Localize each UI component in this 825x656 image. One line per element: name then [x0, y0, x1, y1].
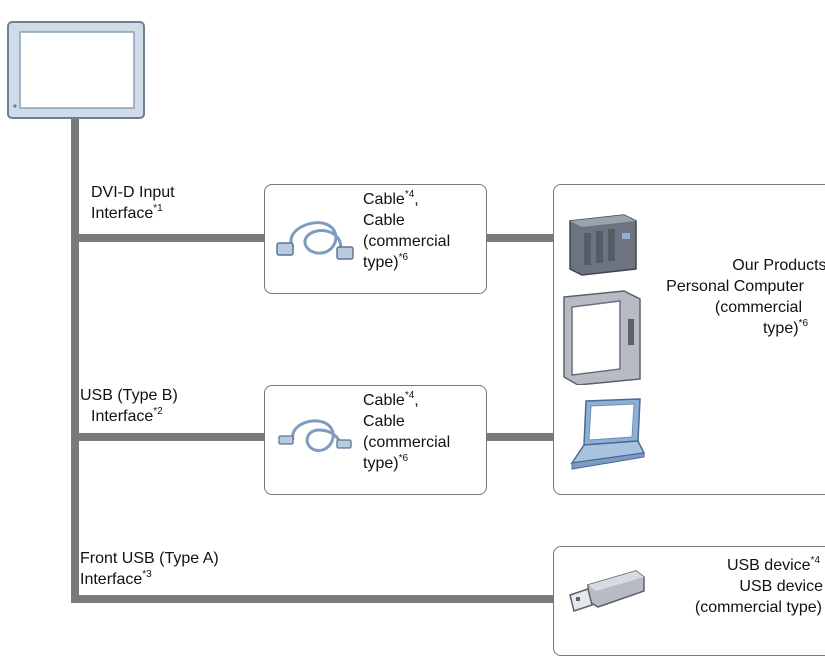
display-monitor-icon [7, 21, 145, 119]
usb-stick-icon [569, 570, 645, 612]
interface-label-usb-a: Front USB (Type A) Interface*3 [80, 550, 219, 588]
usb-cable-icon [278, 419, 352, 452]
cable-box-dvi-text: Cable*4, Cable (commercial type)*6 [363, 189, 451, 272]
dvi-cable-icon [276, 221, 354, 260]
controller-unit-icon [569, 214, 637, 276]
products-box: Our Products*5 Personal Computer (commer… [553, 184, 825, 495]
panel-pc-icon [563, 290, 641, 385]
cable-box-dvi: Cable*4, Cable (commercial type)*6 [264, 184, 487, 294]
cable-box-usb-b-text: Cable*4, Cable (commercial type)*6 [363, 390, 451, 473]
usb-device-box-text: USB device*4 USB device (commercial type… [694, 555, 823, 617]
usb-device-box: USB device*4 USB device (commercial type… [553, 546, 825, 656]
interface-label-usb-b: USB (Type B) Interface*2 [80, 387, 178, 425]
cable-box-usb-b: Cable*4, Cable (commercial type)*6 [264, 385, 487, 495]
laptop-icon [570, 398, 646, 470]
products-box-text: Our Products*5 Personal Computer (commer… [666, 257, 825, 337]
interface-label-dvi: DVI-D Input Interface*1 [91, 184, 175, 222]
connection-lines [71, 118, 556, 603]
